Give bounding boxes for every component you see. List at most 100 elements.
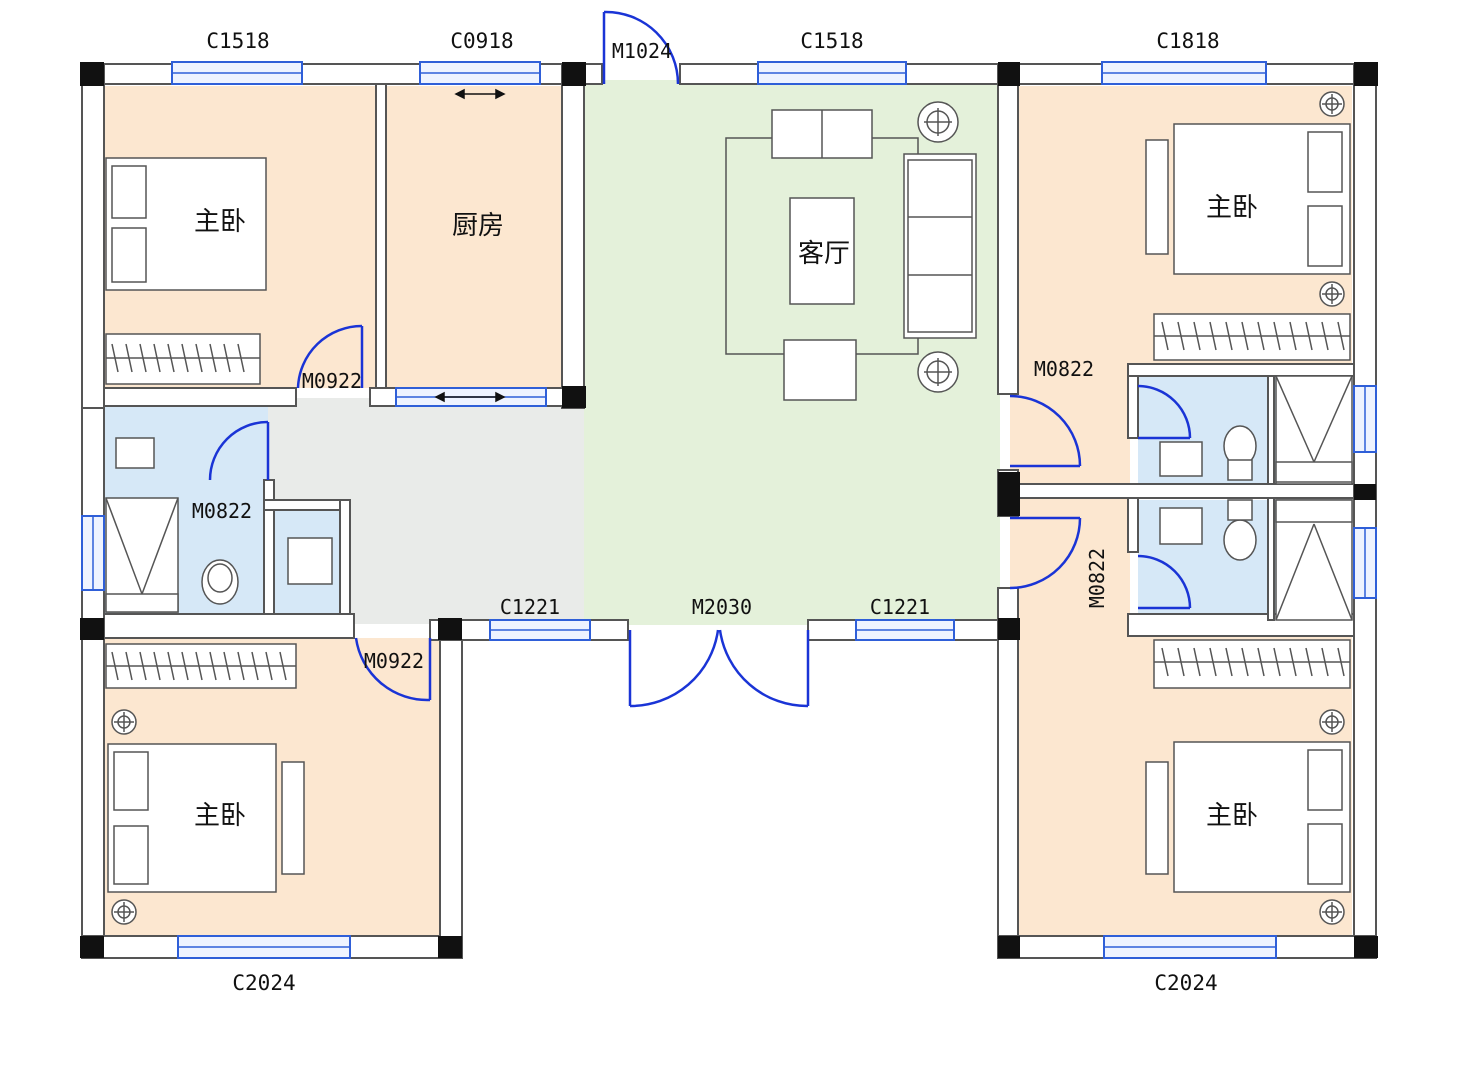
lamp-icon bbox=[111, 899, 137, 925]
wall-sw-east bbox=[439, 619, 463, 959]
pillar bbox=[562, 62, 586, 86]
pillow bbox=[111, 165, 147, 219]
wall-c-2 bbox=[589, 619, 629, 641]
wardrobe-nw bbox=[105, 333, 261, 385]
pillar bbox=[998, 472, 1020, 516]
sliding-arrows bbox=[434, 88, 506, 403]
door-label: M0822 bbox=[192, 499, 252, 523]
wall-c-3 bbox=[807, 619, 857, 641]
door-labels: M1024 M0922 M0822 M0922 M2030 M0822 M082… bbox=[192, 39, 1109, 673]
pillow bbox=[113, 751, 149, 811]
sofa-three-seat bbox=[903, 153, 977, 339]
wall-e-outer-1 bbox=[1353, 63, 1377, 387]
pillar bbox=[998, 618, 1020, 640]
hangers-nw bbox=[106, 343, 260, 373]
wall-bath-split-n bbox=[1267, 375, 1275, 485]
pillar bbox=[1354, 936, 1378, 958]
lamp-icon bbox=[917, 101, 959, 143]
room-label-bedroom-ne: 主卧 bbox=[1206, 193, 1258, 223]
nightstand-ne bbox=[1145, 139, 1169, 255]
door-label: M0922 bbox=[364, 649, 424, 673]
lamp-icon bbox=[1319, 281, 1345, 307]
pillar bbox=[1354, 484, 1376, 500]
door-m2030-l-swing bbox=[629, 629, 720, 708]
lamp-icon bbox=[1319, 91, 1345, 117]
wall-kitchen-e bbox=[561, 63, 585, 409]
hangers-ne bbox=[1154, 321, 1350, 351]
door-label: M0822 bbox=[1034, 357, 1094, 381]
window-label: C0918 bbox=[450, 29, 513, 53]
pillar bbox=[562, 386, 586, 408]
sink-se bbox=[1159, 507, 1203, 545]
door-m0822-se-swing bbox=[1009, 517, 1082, 590]
wall-sink-n bbox=[263, 499, 351, 511]
wall-n-4 bbox=[679, 63, 759, 85]
hall-east-fill bbox=[1010, 366, 1130, 636]
door-m2030-r-swing bbox=[718, 629, 809, 708]
wall-nw-kitchen bbox=[375, 83, 387, 407]
door-m1024-swing bbox=[603, 10, 680, 85]
wall-bath-split-s bbox=[1267, 497, 1275, 621]
wall-sink-e bbox=[339, 499, 351, 625]
door-label: M2030 bbox=[692, 595, 752, 619]
kitchen-fill bbox=[386, 86, 562, 388]
sink-room bbox=[287, 537, 333, 585]
room-label-kitchen: 厨房 bbox=[452, 211, 504, 241]
wall-bath-e-1 bbox=[1127, 375, 1139, 439]
wall-e-inner-1 bbox=[997, 63, 1019, 395]
armchair bbox=[783, 339, 857, 401]
pillar bbox=[1354, 62, 1378, 86]
lamp-icon bbox=[111, 709, 137, 735]
room-label-bedroom-sw: 主卧 bbox=[194, 801, 246, 831]
wall-bath-mid bbox=[1017, 483, 1355, 499]
door-label: M0922 bbox=[302, 369, 362, 393]
pillow bbox=[1307, 131, 1343, 193]
doors bbox=[208, 10, 1192, 708]
room-label-living: 客厅 bbox=[798, 239, 850, 269]
walls bbox=[81, 63, 1377, 959]
pillow bbox=[111, 227, 147, 283]
wall-ne-south bbox=[1127, 363, 1355, 377]
window-label: C1221 bbox=[870, 595, 930, 619]
door-m0822-ne-swing bbox=[1009, 394, 1082, 467]
furniture bbox=[105, 109, 1353, 893]
wall-w-2 bbox=[81, 407, 105, 517]
sink-west bbox=[115, 437, 155, 469]
coffee-table bbox=[789, 197, 855, 305]
wall-n-2 bbox=[301, 63, 421, 85]
lamp-icon bbox=[917, 351, 959, 393]
wall-bath-e-2 bbox=[1127, 497, 1139, 553]
door-label: M1024 bbox=[612, 39, 672, 63]
room-label-bedroom-nw: 主卧 bbox=[194, 207, 246, 237]
toilet-se bbox=[1223, 519, 1257, 561]
wardrobe-ne bbox=[1153, 313, 1351, 361]
lamp-icon bbox=[1319, 709, 1345, 735]
nightstand-se bbox=[1145, 761, 1169, 875]
pillar bbox=[998, 936, 1020, 958]
wall-bath-w-s bbox=[103, 613, 355, 639]
pillar bbox=[438, 936, 462, 958]
pillars bbox=[80, 62, 1378, 958]
door-label: M0822 bbox=[1085, 548, 1109, 608]
door-bath-ne-swing bbox=[1137, 384, 1192, 439]
window-label: C2024 bbox=[1154, 971, 1217, 995]
window-label: C1518 bbox=[206, 29, 269, 53]
wall-e-outer-3 bbox=[1353, 597, 1377, 959]
door-m0822-w-swing bbox=[208, 420, 269, 481]
window-label: C1518 bbox=[800, 29, 863, 53]
wall-w-3 bbox=[81, 589, 105, 959]
hangers-se bbox=[1154, 647, 1350, 677]
pillar bbox=[80, 936, 104, 958]
window-label: C1818 bbox=[1156, 29, 1219, 53]
room-label-bedroom-se: 主卧 bbox=[1206, 801, 1258, 831]
lamp-icon bbox=[1319, 899, 1345, 925]
pillow bbox=[1307, 749, 1343, 811]
door-m0922-k-swing bbox=[296, 324, 363, 389]
wardrobe-se bbox=[1153, 639, 1351, 689]
pillar bbox=[80, 618, 104, 640]
door-m0922-sw-swing bbox=[354, 637, 431, 702]
pillow bbox=[1307, 823, 1343, 885]
window-glazing-lines bbox=[92, 72, 1366, 948]
hanger-marks bbox=[106, 321, 1350, 681]
